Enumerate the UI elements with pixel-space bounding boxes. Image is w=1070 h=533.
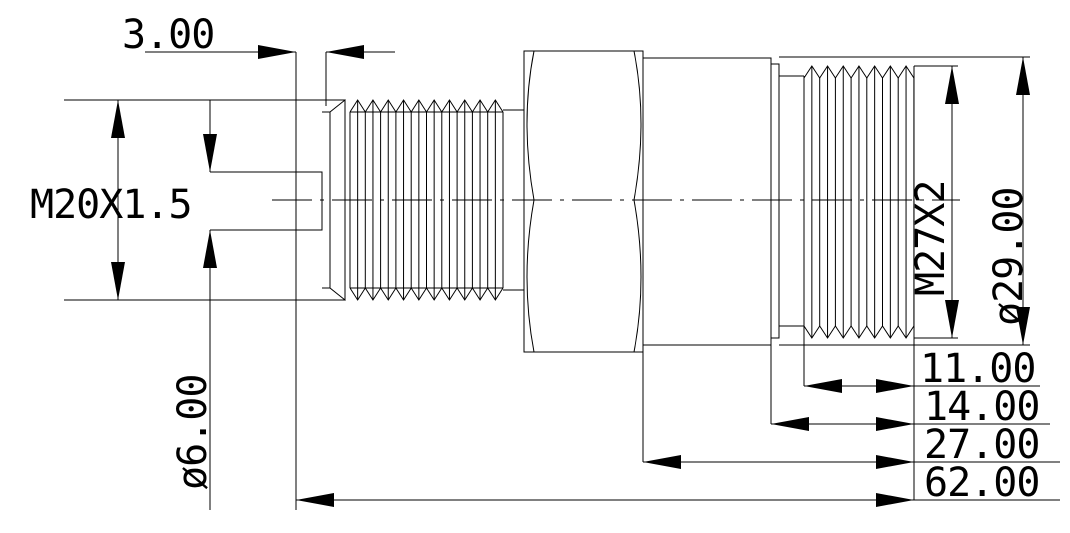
dim-m20-label: M20X1.5 <box>30 182 192 228</box>
dim-3-label: 3.00 <box>122 12 214 58</box>
part-outline <box>272 50 960 500</box>
dim-m27-label: M27X2 <box>908 181 954 296</box>
dim-d6-label: ø6.00 <box>170 375 216 490</box>
dim-62-label: 62.00 <box>924 460 1039 506</box>
dim-11-label: 11.00 <box>920 346 1035 392</box>
dimension-lines <box>64 45 1060 510</box>
dim-14-label: 14.00 <box>924 384 1039 430</box>
dim-27-label: 27.00 <box>924 422 1039 468</box>
dim-d29-label: ø29.00 <box>986 188 1032 327</box>
